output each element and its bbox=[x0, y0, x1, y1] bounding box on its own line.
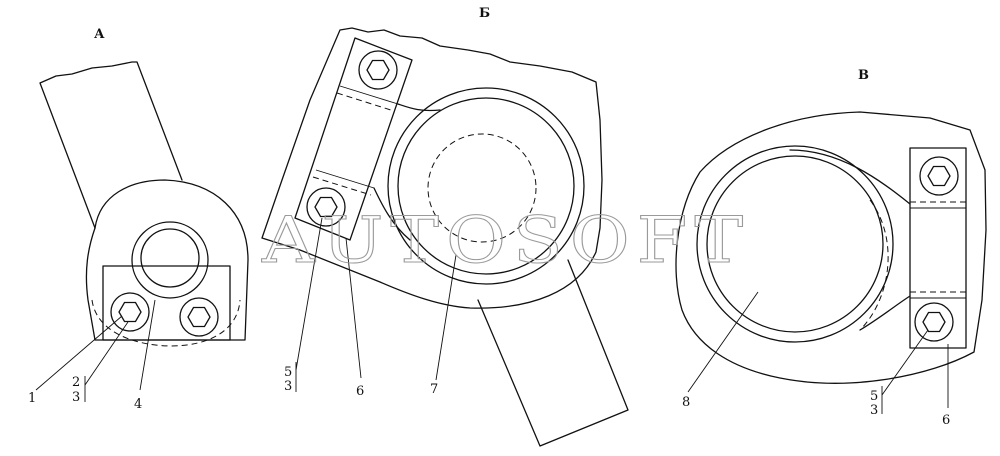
view-a-leader-4 bbox=[139, 299, 156, 391]
view-v-cam-link bbox=[789, 149, 911, 331]
view-a-hub-outer bbox=[131, 221, 209, 299]
view-b-strap-line-2 bbox=[336, 92, 395, 112]
view-v-hidden-arc bbox=[859, 199, 889, 331]
callout-4: 4 bbox=[134, 397, 142, 412]
callout-7: 7 bbox=[430, 382, 438, 397]
view-v-ring-outer bbox=[696, 145, 894, 343]
view-a-bolt-right bbox=[179, 297, 219, 337]
view-b-strap-line-3 bbox=[315, 169, 375, 189]
callout-1: 1 bbox=[28, 391, 36, 406]
view-b-cam-link bbox=[373, 103, 441, 241]
view-v-ring-inner bbox=[706, 155, 884, 333]
callout-5-view-v: 5 bbox=[870, 389, 878, 404]
callout-3-view-b: 3 bbox=[284, 379, 292, 394]
view-v-bolt-top bbox=[919, 156, 959, 196]
callout-6-view-v: 6 bbox=[942, 413, 950, 428]
view-b-strap-line-4 bbox=[312, 176, 372, 196]
view-v-leader-8 bbox=[687, 291, 759, 393]
watermark: AUTOSOFT bbox=[261, 204, 750, 278]
view-b-leader-5-3 bbox=[295, 217, 323, 371]
view-b-bolt-top bbox=[358, 50, 398, 90]
view-a-hub-inner bbox=[140, 228, 200, 288]
view-b-clamp-strap bbox=[294, 37, 413, 241]
view-b-boss-hidden bbox=[427, 133, 537, 243]
view-b-leader-7 bbox=[435, 254, 457, 381]
callout-8: 8 bbox=[682, 395, 690, 410]
view-v-letter: В bbox=[858, 68, 869, 83]
view-b-body bbox=[261, 27, 603, 309]
view-v bbox=[675, 111, 987, 414]
view-b-boss-inner bbox=[397, 97, 575, 275]
view-b bbox=[261, 27, 629, 447]
view-v-clamp-strap bbox=[909, 147, 967, 349]
callout-5-view-b: 5 bbox=[284, 365, 292, 380]
view-v-body bbox=[675, 111, 987, 384]
callout-2: 2 bbox=[72, 375, 80, 390]
view-a-hidden-edge bbox=[91, 299, 241, 347]
callout-3-view-v: 3 bbox=[870, 403, 878, 418]
view-a-leader-2-3 bbox=[84, 321, 129, 386]
view-b-leader-6 bbox=[345, 237, 362, 379]
view-a-letter: А bbox=[94, 27, 105, 42]
view-a-clamp-plate bbox=[102, 265, 231, 341]
view-b-boss-outer bbox=[387, 87, 585, 285]
view-b-lever bbox=[477, 259, 629, 447]
view-a-arm bbox=[39, 61, 183, 229]
callout-6-view-b: 6 bbox=[356, 384, 364, 399]
view-a-housing bbox=[85, 179, 249, 341]
view-v-leader-5-3 bbox=[881, 329, 929, 396]
view-v-bolt-bottom bbox=[914, 302, 954, 342]
view-a bbox=[35, 61, 249, 402]
view-b-letter: Б bbox=[479, 6, 490, 21]
view-a-bolt-left bbox=[110, 292, 150, 332]
callout-3: 3 bbox=[72, 390, 80, 405]
view-b-strap-line-1 bbox=[339, 85, 399, 105]
view-a-leader-1 bbox=[35, 315, 123, 391]
view-b-bolt-bottom bbox=[306, 187, 346, 227]
